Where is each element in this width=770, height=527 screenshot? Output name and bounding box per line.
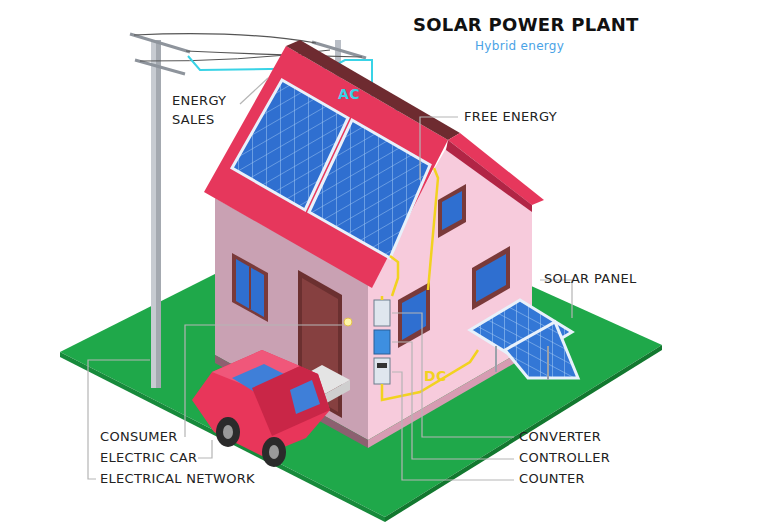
callout-label: FREE ENERGY (464, 108, 557, 127)
callout-label: ELECTRICAL NETWORK (100, 470, 255, 489)
window (398, 282, 430, 348)
counter-box (374, 358, 390, 384)
leader-line (392, 313, 514, 437)
window (232, 253, 268, 322)
window (236, 259, 264, 317)
ground-solar-panel (505, 322, 578, 378)
leader-line (240, 78, 268, 104)
crossarm (135, 60, 185, 74)
dc-wire (382, 168, 478, 400)
leader-line (420, 117, 458, 180)
window-frame (249, 267, 251, 309)
counter-display (377, 363, 387, 368)
leader-line (392, 372, 514, 480)
leader-line (185, 325, 342, 437)
callout-label: CONTROLLER (519, 449, 610, 468)
callout-label: ELECTRIC CAR (100, 449, 197, 468)
roof (204, 46, 448, 288)
controller-box (374, 330, 390, 354)
callout-label: ENERGY SALES (172, 92, 244, 130)
roof-solar-panel (309, 120, 430, 258)
pole (151, 40, 161, 388)
callout-label: CONVERTER (519, 428, 601, 447)
crossarm (130, 34, 190, 52)
callout-label: CONSUMER (100, 428, 178, 447)
panel-stand (547, 346, 549, 380)
converter-box (374, 300, 390, 326)
leader-lines (88, 78, 572, 480)
pole-shade (156, 40, 161, 388)
window (476, 254, 506, 302)
current-label: DC (424, 366, 447, 386)
leader-line (392, 342, 514, 459)
lamp (344, 318, 352, 326)
electric-car (192, 350, 330, 467)
panel-stand (495, 346, 497, 372)
current-label: AC (338, 84, 360, 104)
window (438, 184, 466, 238)
title: SOLAR POWER PLANT (413, 12, 639, 38)
subtitle: Hybrid energy (475, 38, 564, 55)
leader-line (198, 440, 212, 458)
window (472, 246, 510, 310)
window (442, 191, 462, 230)
power-wire (134, 34, 316, 43)
callout-label: SOLAR PANEL (544, 270, 636, 289)
callout-label: COUNTER (519, 470, 585, 489)
